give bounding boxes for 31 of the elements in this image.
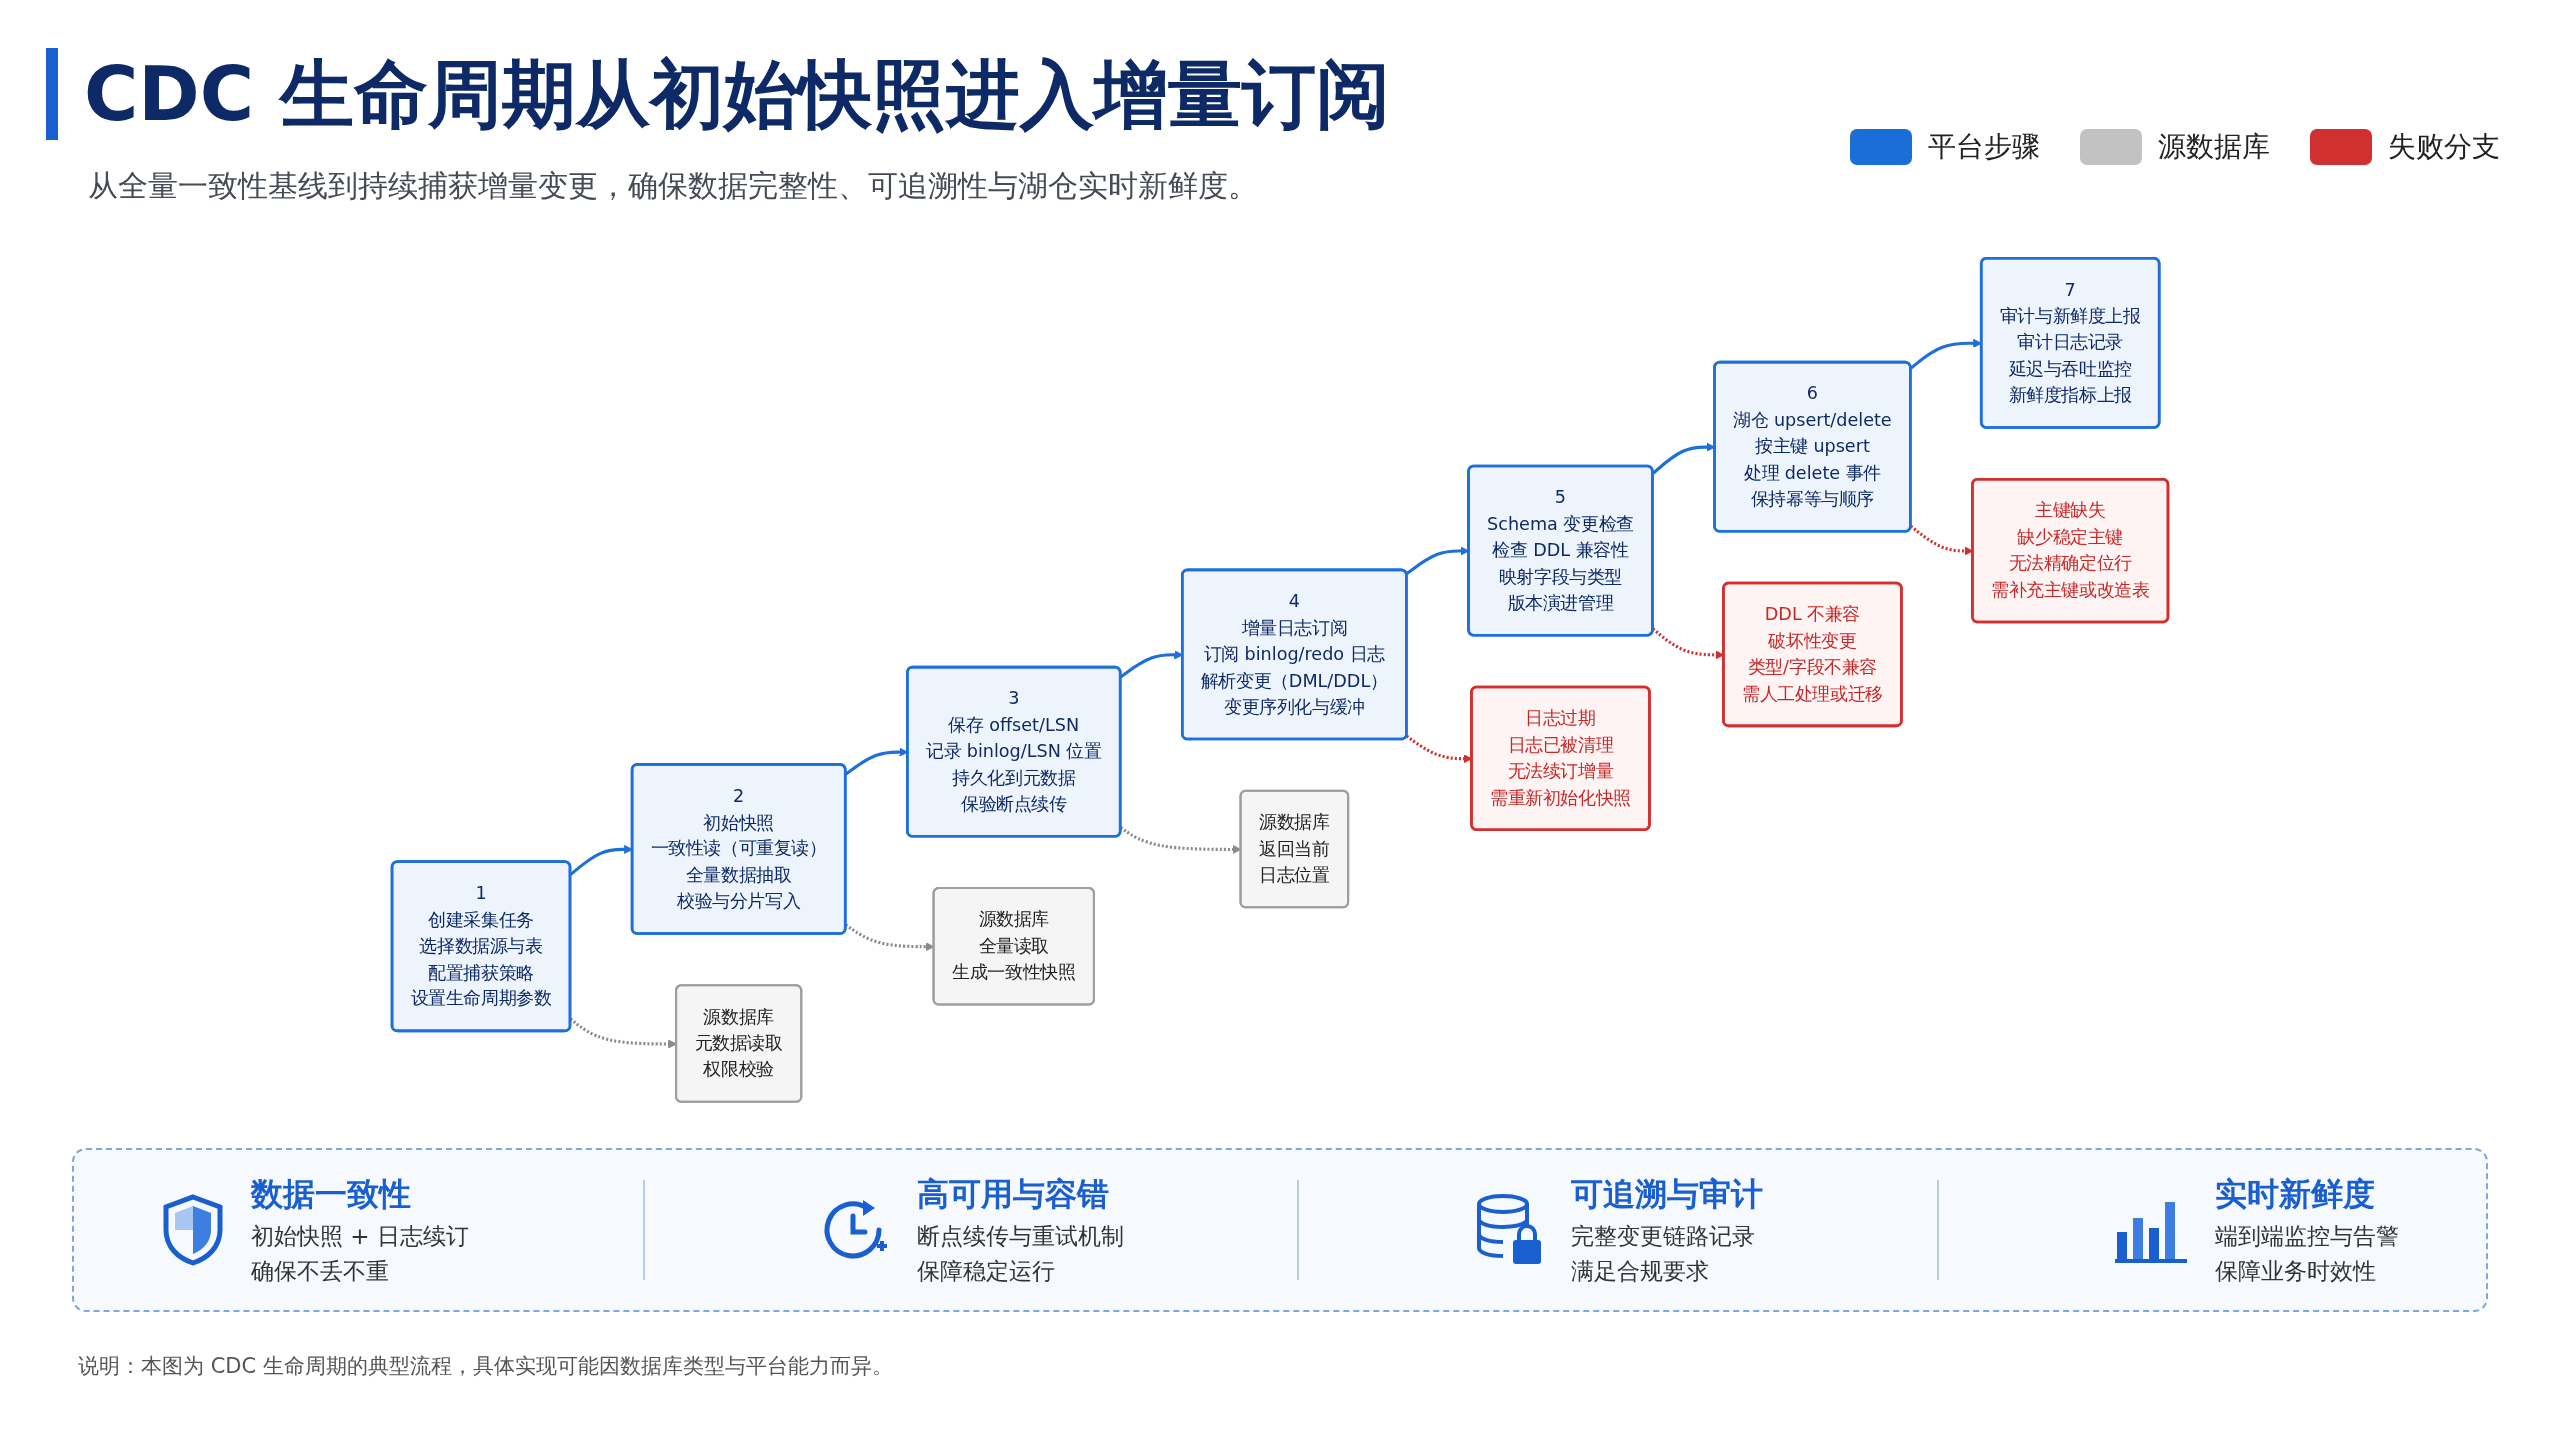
- feature-heading: 数据一致性: [250, 1174, 412, 1215]
- error-box: DDL 不兼容 破坏性变更 类型/字段不兼容 需人工处理或迁移: [1722, 581, 1903, 728]
- error-box: 日志过期 日志已被清理 无法续订增量 需重新初始化快照: [1470, 685, 1651, 831]
- process-box: 7 审计与新鲜度上报 审计日志记录 延迟与吞吐监控 新鲜度指标上报: [1979, 257, 2161, 429]
- feature-text: 完整变更链路记录: [1571, 1222, 1757, 1251]
- feature-text: 初始快照 + 日志续订: [250, 1222, 469, 1251]
- feature-heading: 可追溯与审计: [1571, 1174, 1764, 1215]
- feature-text: 端到端监控与告警: [2215, 1222, 2399, 1251]
- title: CDC 生命周期从初始快照进入增量订阅: [46, 48, 1390, 140]
- process-box: 1 创建采集任务 选择数据源与表 配置捕获策略 设置生命周期参数: [390, 860, 572, 1033]
- error-box: 主键缺失 缺少稳定主键 无法精确定位行 需补充主键或改造表: [1971, 477, 2170, 624]
- legend-label: 源数据库: [2158, 129, 2270, 165]
- feature-heading: 高可用与容错: [916, 1174, 1110, 1215]
- process-box: 5 Schema 变更检查 检查 DDL 兼容性 映射字段与类型 版本演进管理: [1467, 464, 1654, 637]
- subtitle: 从全量一致性基线到持续捕获增量变更，确保数据完整性、可追溯性与湖仓实时新鲜度。: [88, 167, 1258, 205]
- feature-text: 断点续传与重试机制: [916, 1222, 1124, 1251]
- database-box: 源数据库 元数据读取 权限校验: [675, 984, 803, 1103]
- process-box: 2 初始快照 一致性读（可重复读） 全量数据抽取 校验与分片写入: [630, 763, 847, 935]
- database-box: 源数据库 返回当前 日志位置: [1239, 789, 1350, 909]
- legend-label: 平台步骤: [1928, 129, 2040, 165]
- database-box: 源数据库 全量读取 生成一致性快照: [932, 887, 1095, 1006]
- feature-text: 确保不丢不重: [250, 1257, 390, 1286]
- process-box: 6 湖仓 upsert/delete 按主键 upsert 处理 delete 事件 保持幂等与顺序: [1713, 360, 1912, 533]
- feature-text: 保障业务时效性: [2215, 1257, 2377, 1286]
- caption-note: 说明：本图为 CDC 生命周期的典型流程，具体实现可能因数据库类型与平台能力而异。: [78, 1353, 893, 1380]
- process-box: 4 增量日志订阅 订阅 binlog/redo 日志 解析变更（DML/DDL） 变更序列化与缓冲: [1180, 568, 1408, 741]
- legend-label: 失败分支: [2388, 129, 2500, 165]
- feature-text: 保障稳定运行: [916, 1257, 1056, 1286]
- feature-text: 满足合规要求: [1571, 1257, 1711, 1286]
- process-box: 3 保存 offset/LSN 记录 binlog/LSN 位置 持久化到元数据 保验断点续传: [906, 665, 1122, 838]
- feature-heading: 实时新鲜度: [2215, 1174, 2376, 1215]
